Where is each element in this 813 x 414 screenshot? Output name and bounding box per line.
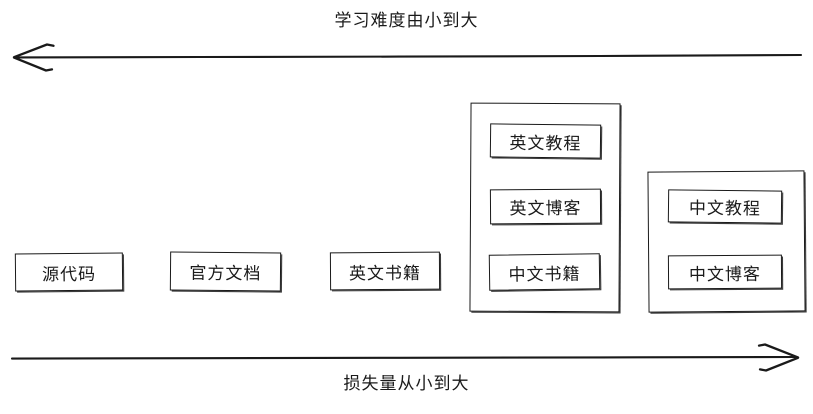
node-official-docs[interactable]: 官方文档 <box>169 251 282 292</box>
node-english-blog[interactable]: 英文博客 <box>489 188 602 225</box>
node-chinese-blog[interactable]: 中文博客 <box>667 254 783 290</box>
node-chinese-tutorial[interactable]: 中文教程 <box>667 189 783 224</box>
loss-axis-arrow <box>10 343 800 372</box>
difficulty-axis-caption: 学习难度由小到大 <box>334 11 479 30</box>
node-english-books[interactable]: 英文书籍 <box>329 251 441 291</box>
node-source-code[interactable]: 源代码 <box>14 252 124 292</box>
difficulty-axis-arrow <box>12 43 803 72</box>
loss-axis-caption: 损失量从小到大 <box>343 374 470 393</box>
node-english-tutorial[interactable]: 英文教程 <box>489 123 602 159</box>
node-chinese-books[interactable]: 中文书籍 <box>488 253 601 291</box>
